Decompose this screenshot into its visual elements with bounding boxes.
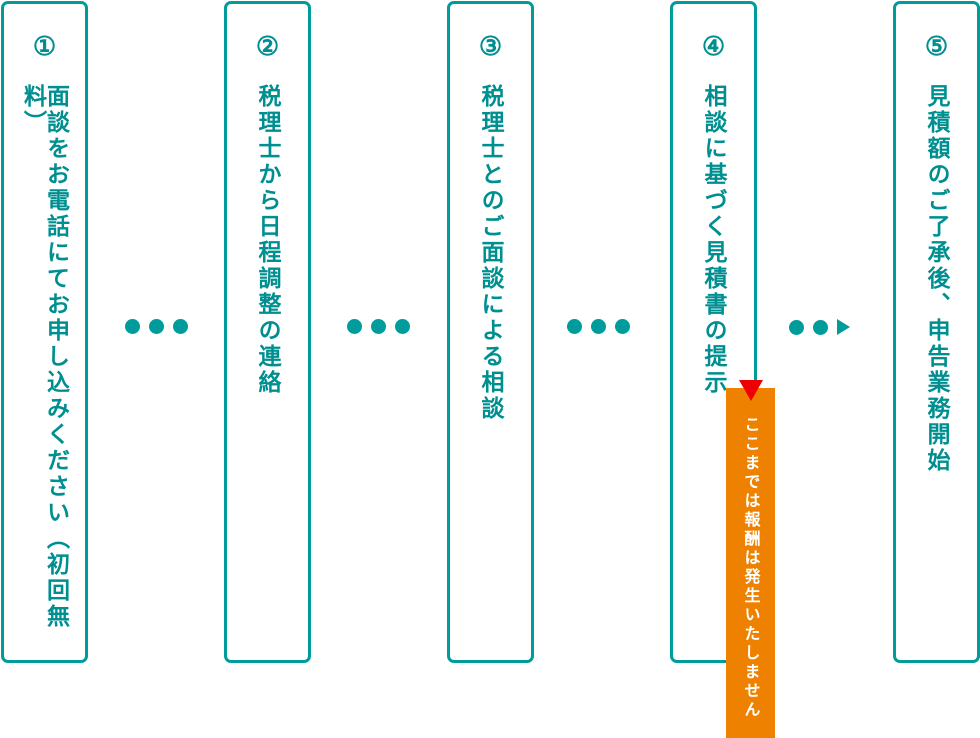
connector-arrow [789, 319, 850, 335]
step-3-box: ③ 税理士とのご面談による相談 [447, 1, 534, 663]
connector-dots [347, 319, 410, 334]
no-fee-note: ここまでは報酬は発生いたしません [726, 388, 775, 738]
dot-icon [615, 319, 630, 334]
connector-dots [567, 319, 630, 334]
arrow-down-icon [739, 380, 763, 401]
step-4-box: ④ 相談に基づく見積書の提示 [670, 1, 757, 663]
step-number: ③ [478, 32, 503, 62]
dot-icon [173, 319, 188, 334]
arrow-right-icon [837, 319, 850, 335]
step-text: 面談をお電話にてお申し込みください（初回無料） [19, 84, 70, 630]
dot-icon [789, 319, 804, 335]
dot-icon [591, 319, 606, 334]
note-text: ここまでは報酬は発生いたしません [741, 416, 761, 720]
dot-icon [347, 319, 362, 334]
step-text: 税理士とのご面談による相談 [477, 84, 504, 422]
step-1-box: ① 面談をお電話にてお申し込みください（初回無料） [1, 1, 88, 663]
dot-icon [567, 319, 582, 334]
step-number: ⑤ [924, 32, 949, 62]
step-2-box: ② 税理士から日程調整の連絡 [224, 1, 311, 663]
step-number: ④ [701, 32, 726, 62]
step-text: 相談に基づく見積書の提示 [700, 84, 727, 396]
dot-icon [371, 319, 386, 334]
step-number: ② [255, 32, 280, 62]
dot-icon [395, 319, 410, 334]
step-5-box: ⑤ 見積額のご了承後、申告業務開始 [893, 1, 980, 663]
dot-icon [813, 319, 828, 335]
connector-dots [125, 319, 188, 334]
dot-icon [125, 319, 140, 334]
dot-icon [149, 319, 164, 334]
step-text: 見積額のご了承後、申告業務開始 [923, 84, 950, 474]
step-number: ① [32, 32, 57, 62]
step-text: 税理士から日程調整の連絡 [254, 84, 281, 396]
